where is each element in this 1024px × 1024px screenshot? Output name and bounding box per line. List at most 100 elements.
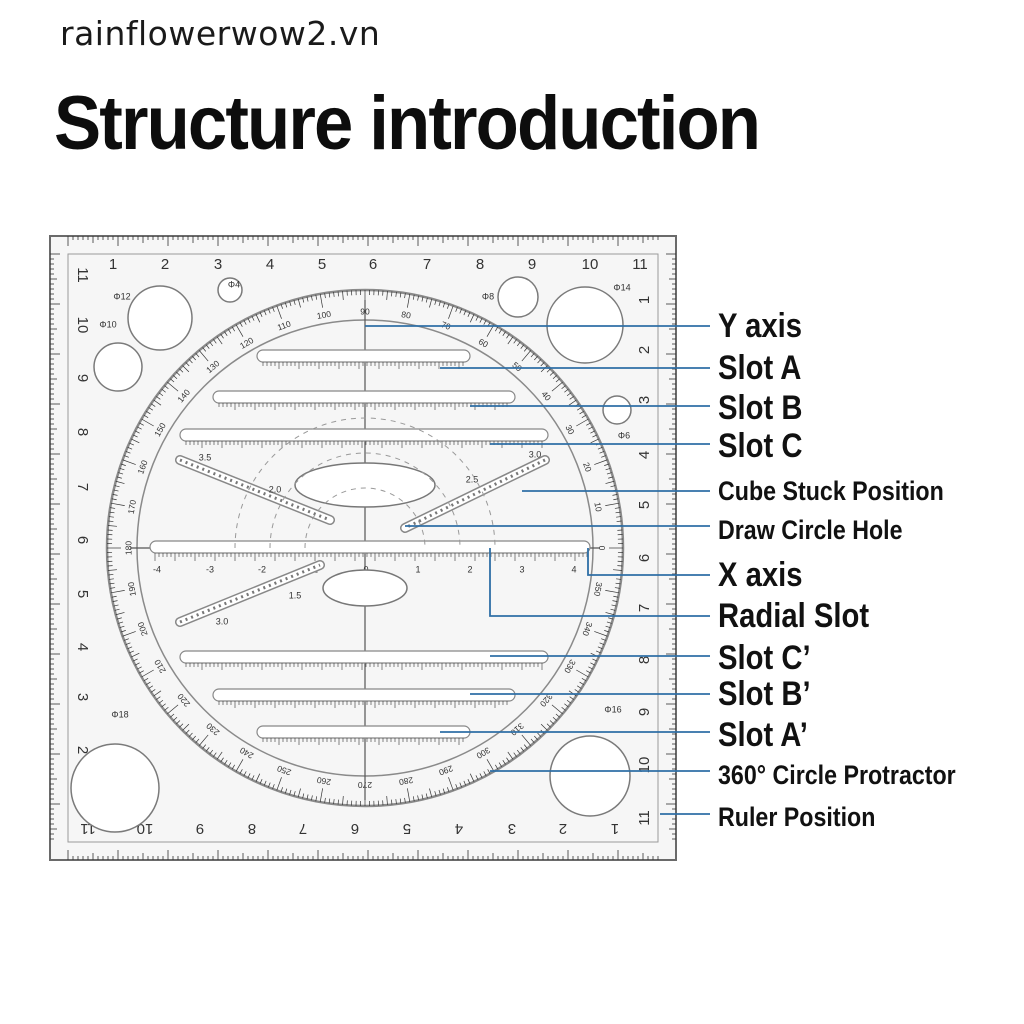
x-axis-number: 2 [467,564,472,574]
protractor-tick [306,296,309,302]
protractor-tick [235,759,244,772]
protractor-tick [588,666,593,670]
protractor-tick [167,381,179,392]
protractor-tick [156,696,161,700]
protractor-tick [513,752,517,757]
protractor-tick [595,650,601,654]
protractor-tick [549,720,554,725]
protractor-tick [399,292,402,298]
protractor-tick [469,314,475,323]
x-axis-number: 4 [571,564,576,574]
protractor-tick [129,650,135,654]
protractor-number: 250 [275,763,292,777]
protractor-tick [463,780,467,786]
protractor-tick [551,704,563,715]
protractor-tick [129,442,135,446]
callout-label: Radial Slot [718,597,870,635]
protractor-tick [425,793,428,799]
protractor-tick [486,759,495,772]
protractor-tick [581,414,587,418]
protractor-tick [592,434,598,438]
protractor-tick [107,569,117,571]
protractor-tick [540,362,545,367]
ruler-number: 7 [423,256,431,273]
protractor-number: 260 [316,775,332,787]
protractor-tick [337,799,339,805]
protractor-tick [268,308,271,314]
protractor-tick [124,638,129,641]
protractor-tick [139,670,144,674]
protractor-tick [119,625,125,629]
ruler-number: 9 [528,256,536,273]
protractor-tick [605,502,620,506]
protractor-tick [498,762,503,767]
protractor-tick [216,751,223,760]
protractor-number: 0 [597,546,607,551]
protractor-tick [520,344,525,349]
callout-label: Draw Circle Hole [718,515,903,545]
protractor-tick [579,410,584,415]
protractor-tick [108,578,114,580]
protractor-tick [122,459,136,465]
protractor-tick [263,780,267,786]
protractor-tick [467,312,471,318]
protractor-tick [127,646,133,650]
protractor-tick [148,685,154,689]
protractor-tick [566,699,572,704]
protractor-tick [601,638,606,641]
protractor-tick [235,324,244,337]
protractor-tick [315,796,318,802]
protractor-tick [434,299,437,305]
ruler-number: 10 [582,256,599,273]
protractor-tick [448,777,454,791]
protractor-tick [119,467,125,471]
ruler-number: 1 [611,820,619,837]
dashed-arc [234,417,496,549]
protractor-tick [132,434,138,438]
protractor-tick [447,787,450,793]
protractor-tick [179,723,184,728]
slot [212,390,516,404]
protractor-tick [182,365,190,373]
protractor-tick [115,612,125,616]
protractor-tick [158,699,164,704]
ruler-number: 10 [74,317,91,334]
protractor-tick [297,298,301,308]
protractor-tick [176,720,181,725]
protractor-tick [614,587,620,589]
protractor-tick [555,378,560,383]
protractor-number: 100 [316,309,332,321]
protractor-tick [569,696,574,700]
slot [179,428,549,442]
protractor-tick [324,797,326,803]
protractor-tick [606,472,612,475]
protractor-tick [404,293,406,299]
radial-slot-marks [404,458,546,530]
hole-label: Φ10 [99,319,116,329]
protractor-tick [315,294,318,300]
protractor-tick [173,375,178,379]
protractor-tick [614,507,620,509]
ruler-inner-border [67,253,659,843]
ruler-number: 2 [161,256,169,273]
protractor-tick [167,704,179,715]
protractor-tick [109,582,115,585]
hole [549,735,631,817]
protractor-tick [391,291,393,297]
ruler-number: 4 [266,256,274,273]
protractor-tick [521,350,532,362]
protractor-tick [520,747,525,752]
ruler-number: 9 [636,708,653,716]
protractor-tick [391,799,393,805]
protractor-tick [586,670,591,674]
protractor-tick [576,685,582,689]
protractor-tick [297,788,301,798]
protractor-tick [483,771,487,776]
x-axis-number: -2 [258,564,266,574]
hole-label: Φ6 [618,430,630,440]
protractor-tick [506,757,510,763]
protractor-tick [561,706,566,711]
callout-label: Slot B [718,389,803,427]
protractor-tick [118,472,124,475]
protractor-tick [537,732,542,737]
